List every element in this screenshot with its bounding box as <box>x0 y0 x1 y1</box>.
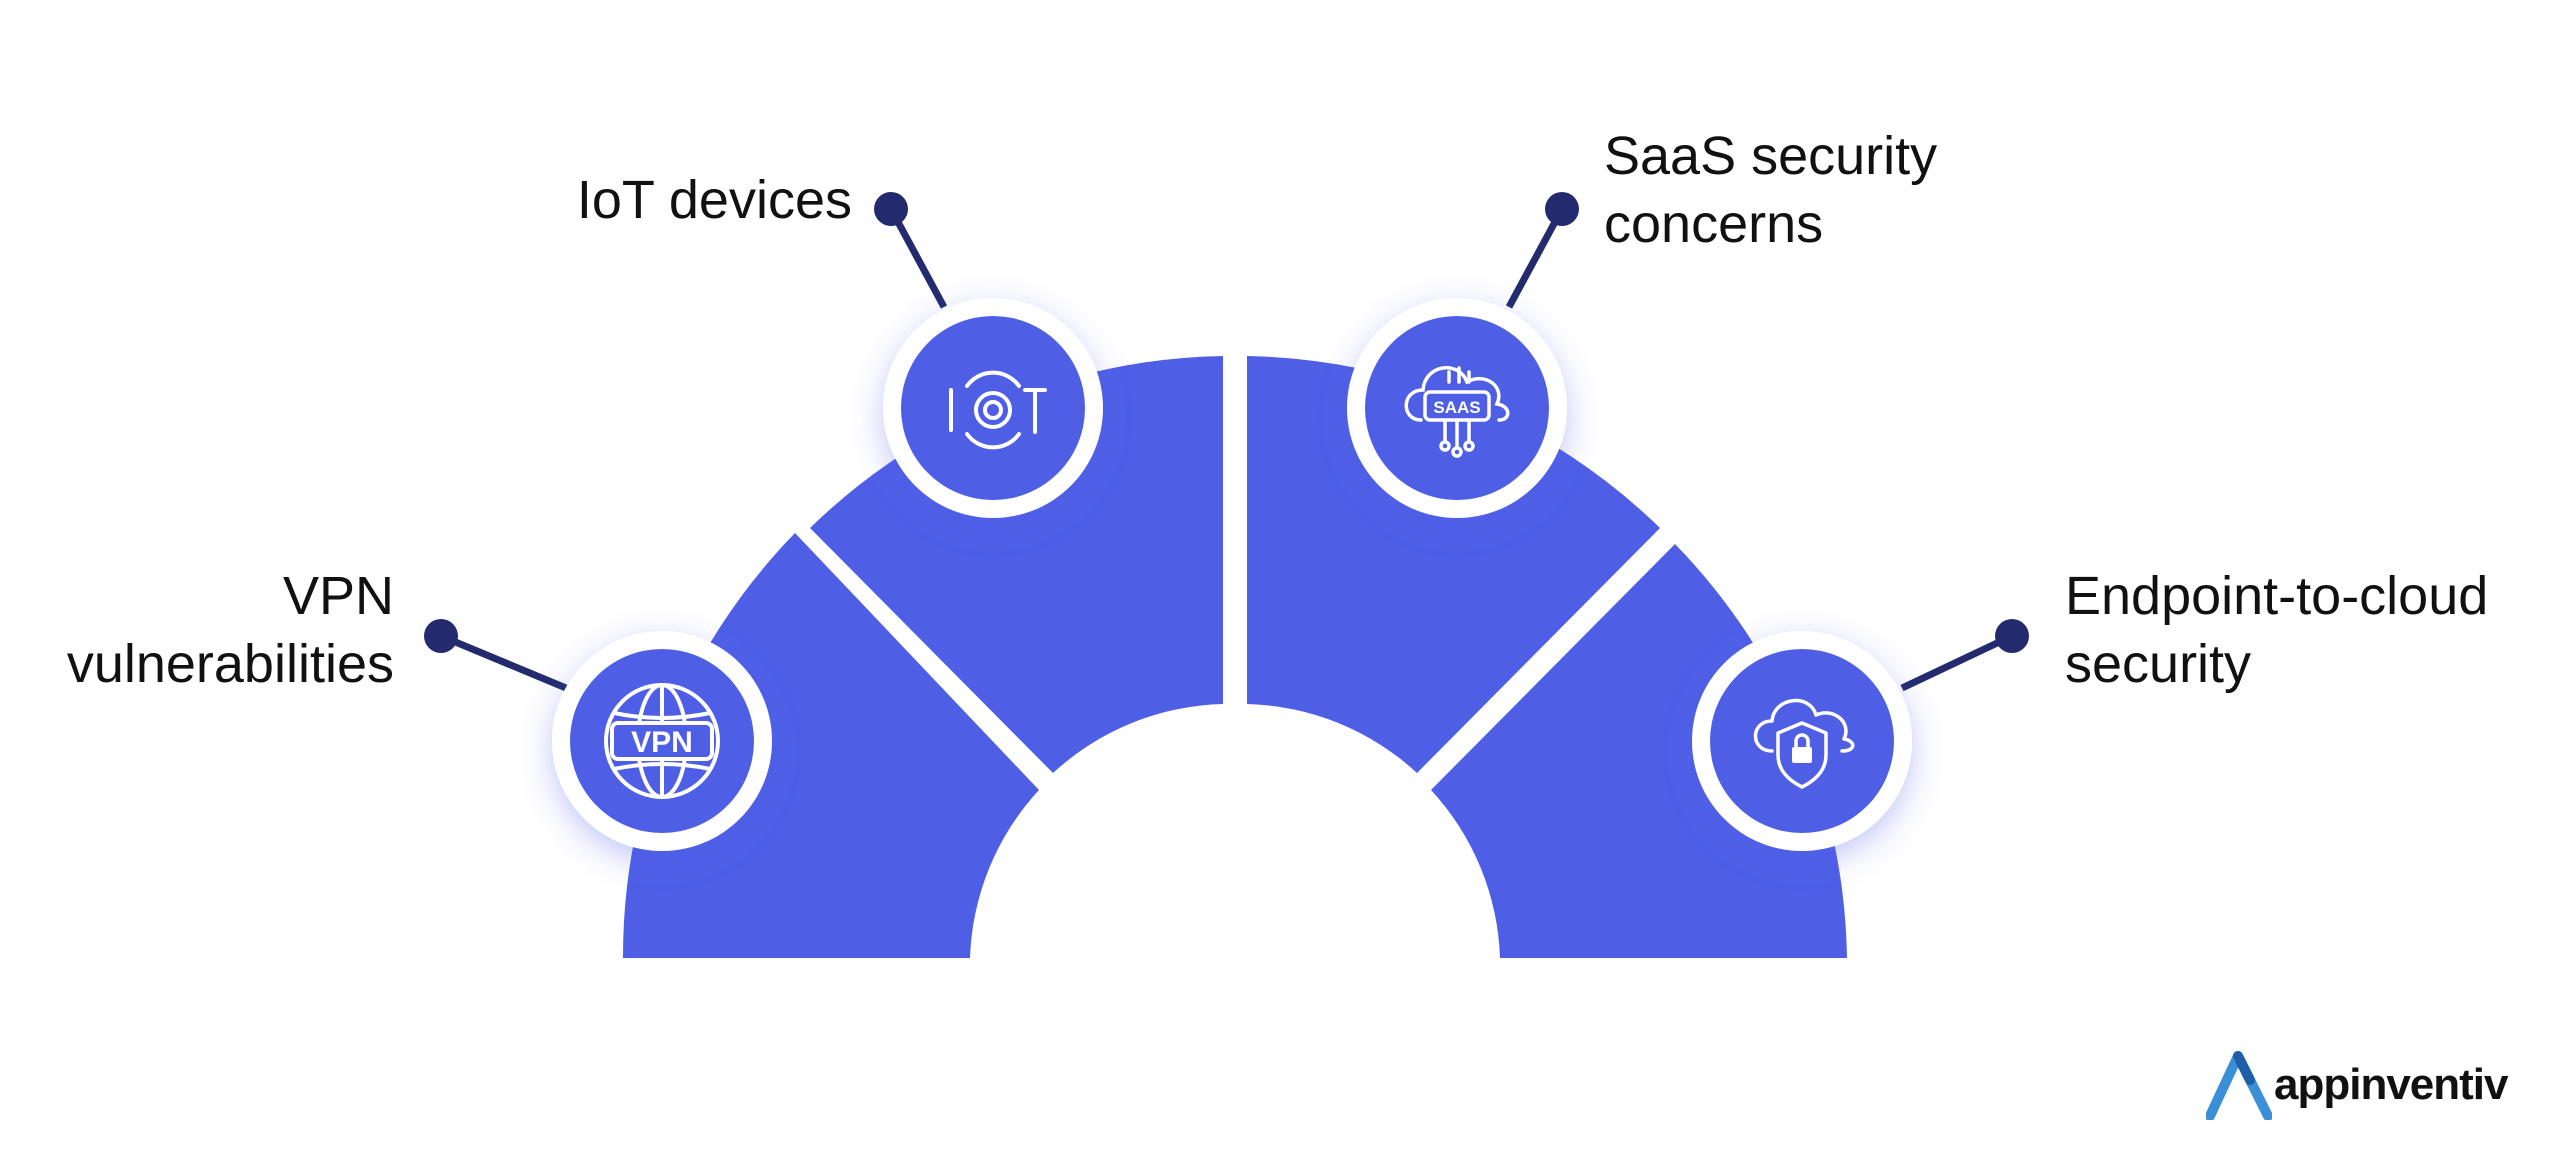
pointers <box>424 192 2029 692</box>
vpn-globe-icon: VPN <box>604 683 720 799</box>
pointer-line-saas <box>1505 207 1566 309</box>
segment-endpoint <box>1431 544 1847 958</box>
label-line: concerns <box>1604 194 1824 254</box>
label-endpoint-to-cloud: Endpoint-to-cloud security <box>2065 562 2488 698</box>
label-saas-security: SaaS security concerns <box>1604 122 1937 258</box>
vpn-icon-text: VPN <box>631 726 693 759</box>
saas-icon-text: SAAS <box>1433 398 1480 417</box>
label-line: IoT devices <box>576 170 852 230</box>
pointer-dot-vpn <box>424 619 458 653</box>
node-vpn: VPN <box>552 631 772 851</box>
appinventiv-logo: appinventiv <box>2206 1050 2508 1120</box>
iot-icon <box>949 370 1047 450</box>
pointer-line-vpn <box>439 632 568 692</box>
label-line: Endpoint-to-cloud <box>2065 566 2489 626</box>
logo-mark-icon <box>2206 1051 2272 1120</box>
logo-text: appinventiv <box>2274 1060 2508 1109</box>
label-line: SaaS security <box>1604 126 1938 186</box>
label-vpn-vulnerabilities: VPN vulnerabilities <box>67 562 394 698</box>
node-disc <box>901 316 1085 500</box>
pointer-line-iot <box>887 207 948 309</box>
saas-cloud-icon: SAAS <box>1404 366 1510 458</box>
cloud-shield-lock-icon <box>1753 698 1855 789</box>
node-endpoint <box>1692 631 1912 851</box>
pointer-dot-endpoint <box>1995 619 2029 653</box>
node-iot <box>883 298 1103 518</box>
arc-segments <box>622 356 1847 958</box>
label-iot-devices: IoT devices <box>577 166 852 234</box>
pointer-dot-iot <box>874 192 908 226</box>
pointer-dot-saas <box>1545 192 1579 226</box>
label-line: VPN <box>282 566 394 626</box>
label-line: vulnerabilities <box>66 634 394 694</box>
pointer-line-endpoint <box>1900 632 2014 692</box>
label-line: security <box>2065 634 2252 694</box>
segment-saas <box>1247 356 1660 773</box>
node-saas: SAAS <box>1347 298 1567 518</box>
segment-vpn <box>622 533 1039 958</box>
